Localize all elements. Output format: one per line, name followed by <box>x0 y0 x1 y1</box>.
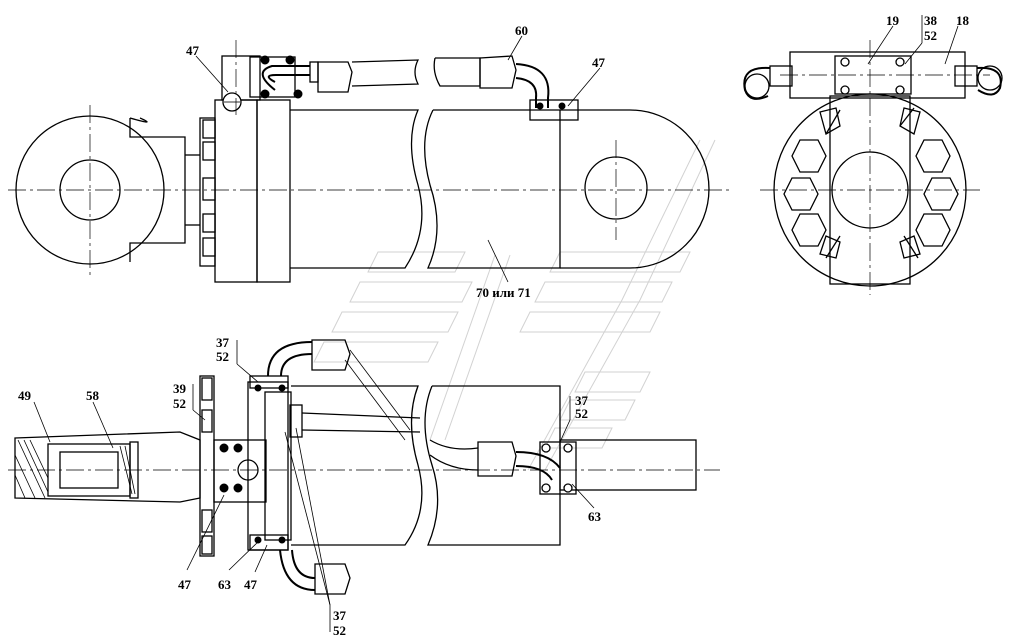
label-63-bottom: 63 <box>218 577 232 592</box>
label-18: 18 <box>956 13 970 28</box>
label-38: 38 <box>924 13 938 28</box>
label-37-top: 37 <box>216 335 230 350</box>
label-58: 58 <box>86 388 100 403</box>
end-view <box>743 40 1003 295</box>
top-side-view <box>8 40 730 283</box>
label-47-bottom-left: 47 <box>178 577 192 592</box>
leader-lines <box>33 15 959 632</box>
watermark <box>313 139 716 471</box>
label-60: 60 <box>515 23 528 38</box>
label-37-right: 37 <box>575 393 589 408</box>
label-47-top-left: 47 <box>186 43 200 58</box>
label-70-or-71: 70 или 71 <box>476 285 531 300</box>
label-52-end: 52 <box>924 28 937 43</box>
label-52-bottom: 52 <box>333 623 346 638</box>
part-labels: 47 60 47 70 или 71 19 38 52 18 37 52 39 … <box>18 13 970 638</box>
label-19: 19 <box>886 13 900 28</box>
label-52-top: 52 <box>216 349 229 364</box>
label-39: 39 <box>173 381 187 396</box>
label-37-bottom: 37 <box>333 608 347 623</box>
label-52-right: 52 <box>575 406 588 421</box>
label-47-top-right: 47 <box>592 55 606 70</box>
label-63-right: 63 <box>588 509 602 524</box>
label-52-mid: 52 <box>173 396 186 411</box>
label-49: 49 <box>18 388 32 403</box>
bottom-view <box>8 339 720 595</box>
label-47-bottom: 47 <box>244 577 258 592</box>
